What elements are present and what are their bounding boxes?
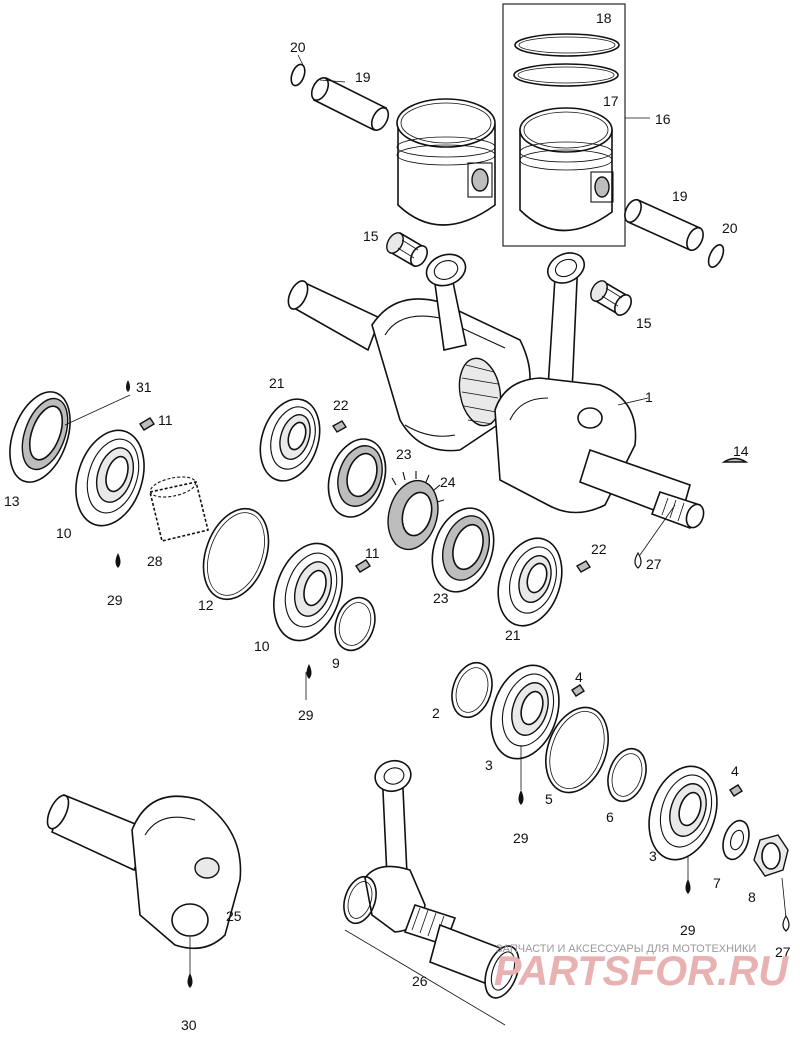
callout-21: 21 [505, 627, 521, 643]
callout-1: 1 [645, 389, 653, 405]
callout-27: 27 [775, 944, 791, 960]
spacer-ring [451, 661, 493, 719]
callout-29: 29 [513, 830, 529, 846]
oil-seal-left [9, 391, 71, 483]
callout-12: 12 [198, 597, 214, 613]
bearing-pin-upper [571, 684, 585, 697]
callout-labels: 18 20 19 17 16 19 20 15 15 31 21 1 22 11… [4, 10, 791, 1033]
callout-17: 17 [603, 93, 619, 109]
callout-4: 4 [575, 669, 583, 685]
callout-25: 25 [226, 908, 242, 924]
callout-22: 22 [591, 541, 607, 557]
callout-6: 6 [606, 809, 614, 825]
bearing-sleeve [149, 476, 209, 542]
lubrication-markers [115, 380, 790, 988]
retaining-ring-left [202, 507, 270, 601]
labyrinth-seal-lower [431, 507, 495, 593]
callout-19: 19 [672, 188, 688, 204]
callout-13: 13 [4, 493, 20, 509]
callout-14: 14 [733, 443, 749, 459]
locating-pin-lower [575, 560, 592, 573]
oil-drop-icon [518, 790, 524, 805]
crankshaft-nut [753, 834, 789, 877]
circlip-right [707, 244, 725, 268]
dowel-pin-upper [139, 417, 155, 431]
ball-bearing-center-upper [259, 398, 321, 482]
bearing-pin-lower [729, 784, 743, 797]
callout-29: 29 [107, 592, 123, 608]
callout-20: 20 [290, 39, 306, 55]
main-bearing-upper-right [490, 664, 560, 760]
callout-4: 4 [731, 763, 739, 779]
callout-29: 29 [680, 922, 696, 938]
watermark-tagline: ЗАПЧАСТИ И АКСЕССУАРЫ ДЛЯ МОТОТЕХНИКИ [496, 943, 756, 955]
callout-20: 20 [722, 220, 738, 236]
callout-10: 10 [254, 638, 270, 654]
callout-24: 24 [440, 474, 456, 490]
labyrinth-seal-upper [327, 438, 387, 518]
oil-drop-icon [685, 879, 691, 894]
circlip-left [290, 63, 306, 87]
callout-19: 19 [355, 69, 371, 85]
callout-8: 8 [748, 889, 756, 905]
callout-7: 7 [713, 875, 721, 891]
watermark: ЗАПЧАСТИ И АКСЕССУАРЫ ДЛЯ МОТОТЕХНИКИ PA… [494, 943, 790, 994]
crankshaft-half-detail [46, 793, 242, 950]
oil-drop-icon [306, 664, 312, 679]
grease-drop-icon [634, 551, 642, 569]
ball-bearing-upper-left [75, 429, 145, 527]
callout-22: 22 [333, 397, 349, 413]
crankshaft-assembly [287, 252, 705, 530]
locating-pin-upper [331, 420, 348, 433]
piston-ring-top [514, 33, 620, 57]
drive-gear [387, 471, 445, 551]
shim-ring [607, 747, 647, 803]
piston-pin-left [310, 76, 390, 132]
watermark-logo: PARTSFOR.RU [494, 947, 790, 994]
callout-26: 26 [412, 973, 428, 989]
oil-drop-icon [115, 553, 121, 568]
callout-28: 28 [147, 553, 163, 569]
callout-21: 21 [269, 375, 285, 391]
callout-5: 5 [545, 791, 553, 807]
callout-3: 3 [649, 848, 657, 864]
callout-3: 3 [485, 757, 493, 773]
callout-27: 27 [646, 556, 662, 572]
callout-15: 15 [636, 315, 652, 331]
thrust-ring [334, 596, 376, 652]
callout-31: 31 [136, 379, 152, 395]
retaining-ring-right [545, 706, 609, 794]
callout-16: 16 [655, 111, 671, 127]
ball-bearing-center-lower [497, 537, 563, 627]
needle-bearing-right [590, 280, 632, 316]
callout-18: 18 [596, 10, 612, 26]
piston-right [519, 107, 614, 232]
needle-bearing-left [386, 231, 428, 268]
woodruff-key [721, 457, 749, 463]
callout-11: 11 [365, 545, 380, 561]
callout-23: 23 [396, 446, 412, 462]
leader-lines [64, 54, 787, 975]
callout-9: 9 [332, 655, 340, 671]
dowel-pin-lower [355, 559, 371, 573]
ball-bearing-lower-left [273, 542, 343, 642]
oil-drop-icon [187, 973, 193, 988]
lock-washer [722, 819, 750, 861]
main-bearing-lower-right [648, 765, 718, 861]
piston-ring-bottom [513, 63, 619, 87]
connecting-rod-detail [343, 759, 520, 1026]
piston-kit-frame [502, 3, 626, 247]
piston-left [396, 98, 496, 226]
piston-pin-right [624, 198, 704, 252]
oil-drop-icon [126, 380, 130, 392]
callout-30: 30 [181, 1017, 197, 1033]
callout-2: 2 [432, 705, 440, 721]
callout-29: 29 [298, 707, 314, 723]
callout-10: 10 [56, 525, 72, 541]
callout-15: 15 [363, 228, 379, 244]
callout-23: 23 [433, 590, 449, 606]
grease-drop-icon [782, 914, 790, 932]
callout-11: 11 [158, 412, 173, 428]
